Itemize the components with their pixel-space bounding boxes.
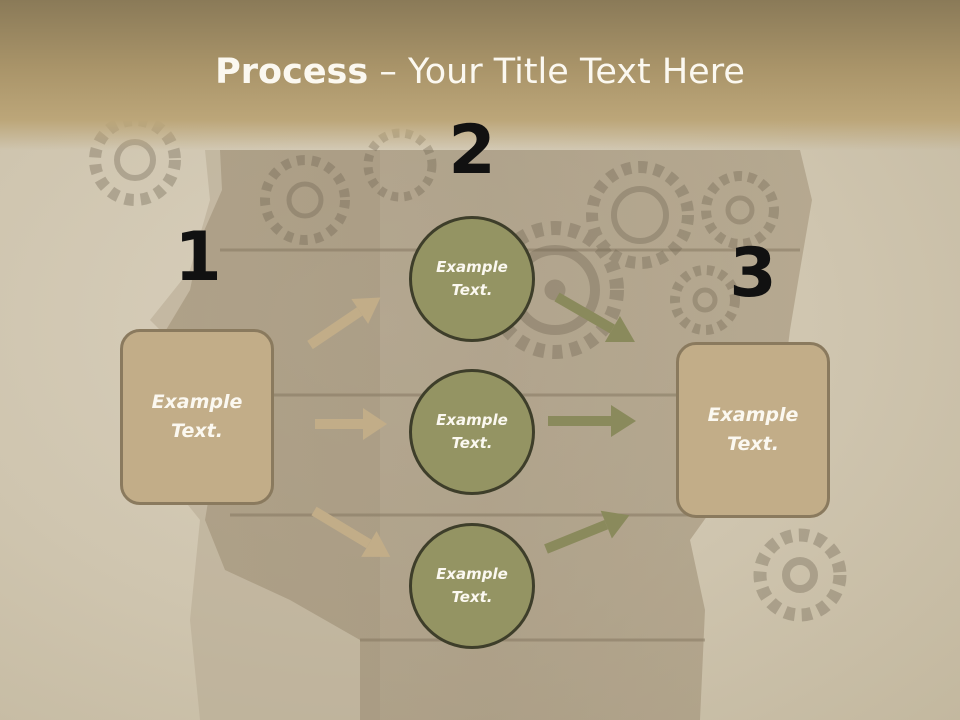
gear-icon	[586, 161, 694, 269]
step-number-1: 1	[174, 218, 222, 297]
step-circle-middle-text: Example Text.	[436, 411, 508, 452]
step-circle-bottom-text: Example Text.	[436, 565, 508, 606]
gear-icon	[753, 528, 847, 622]
step-circle-top: Example Text.	[409, 216, 535, 342]
step-box-3: Example Text.	[676, 342, 830, 518]
arrow-icon	[548, 405, 636, 437]
title-rest: – Your Title Text Here	[368, 52, 745, 92]
title-bold: Process	[215, 52, 369, 92]
arrow-icon	[307, 297, 381, 350]
step-circle-middle: Example Text.	[409, 369, 535, 495]
step-circle-bottom: Example Text.	[409, 523, 535, 649]
step-number-2: 2	[448, 111, 496, 190]
step-circle-top-text: Example Text.	[436, 258, 508, 299]
arrow-icon	[311, 506, 391, 557]
step-box-1-text: Example Text.	[151, 391, 243, 442]
arrow-icon	[554, 292, 635, 342]
title-bar	[0, 0, 960, 150]
gear-icon	[260, 155, 350, 245]
arrow-icon	[315, 408, 387, 440]
left-arrows	[307, 297, 391, 557]
gear-icon	[670, 265, 740, 335]
slide-title: Process – Your Title Text Here	[0, 52, 960, 92]
step-box-1: Example Text.	[120, 329, 274, 505]
right-arrows	[544, 292, 636, 554]
gear-icon	[701, 171, 779, 249]
gear-icon	[363, 128, 437, 202]
arrow-icon	[544, 510, 630, 554]
step-number-3: 3	[729, 234, 777, 313]
step-box-3-text: Example Text.	[707, 404, 799, 455]
